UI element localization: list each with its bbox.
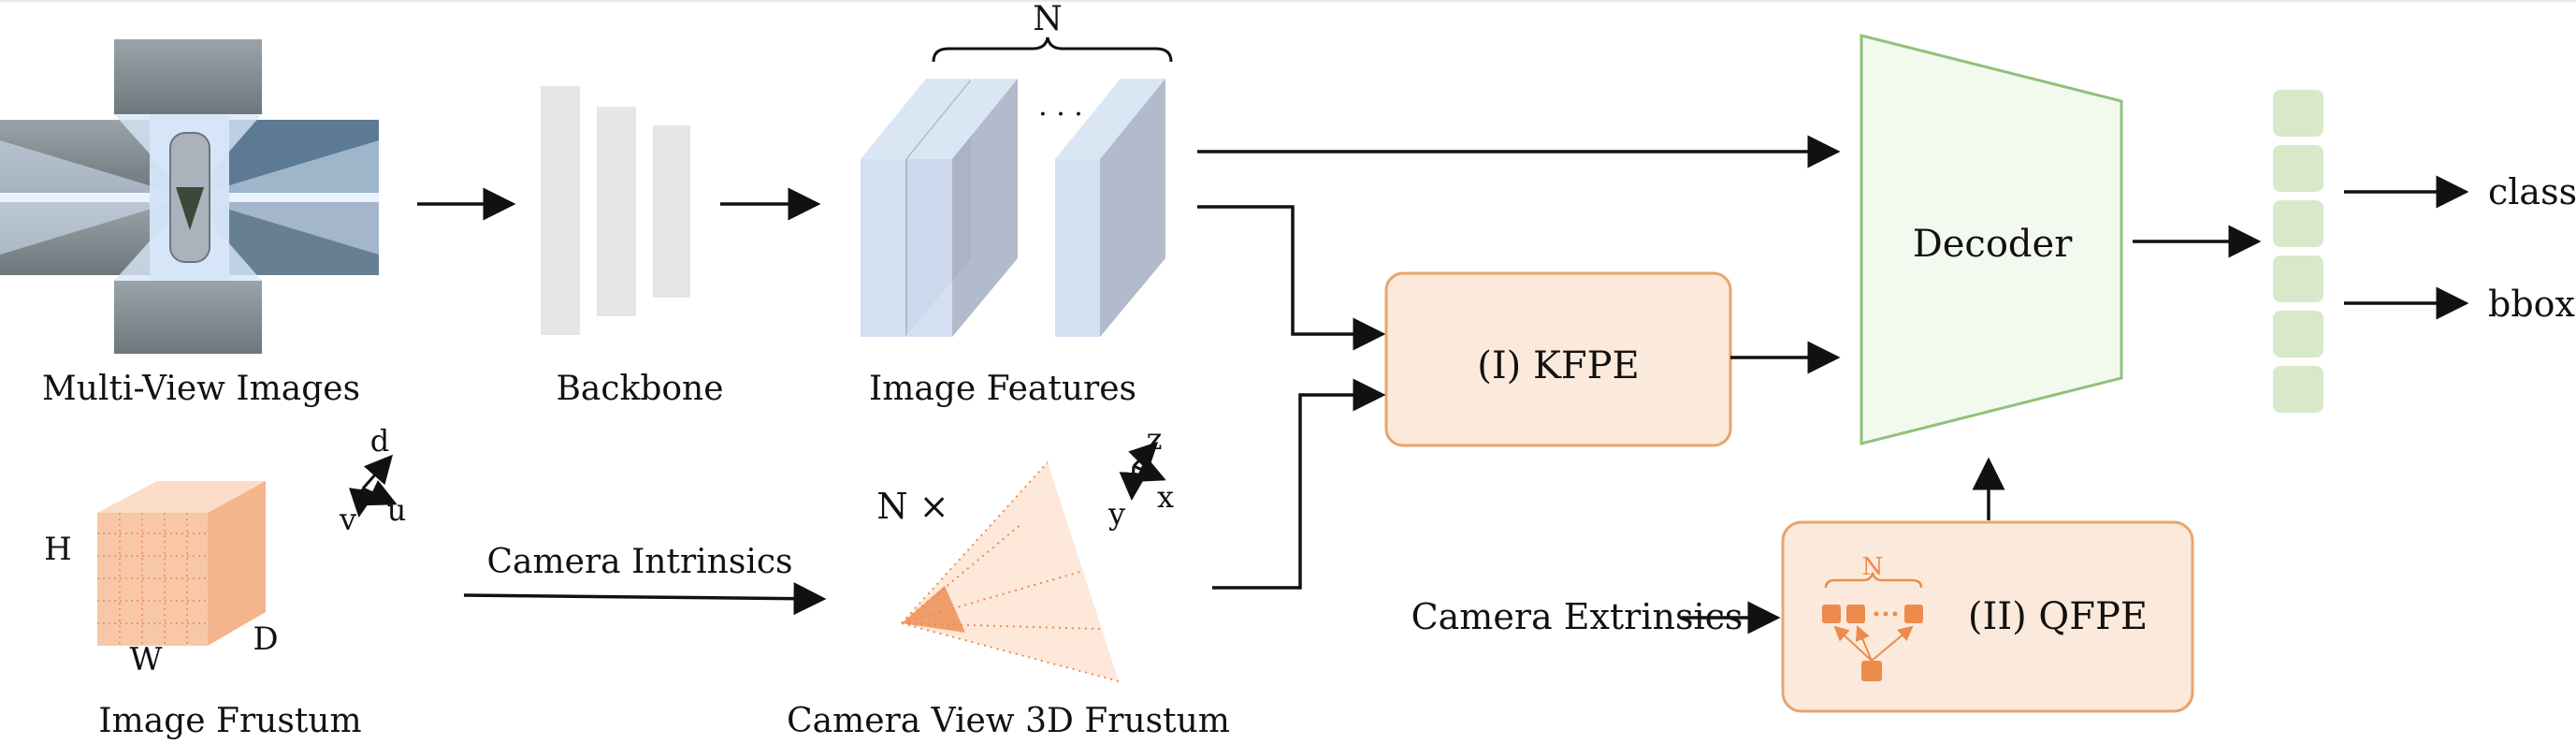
dim-d-label: D bbox=[253, 620, 278, 658]
multi-view-images-label: Multi-View Images bbox=[42, 370, 360, 408]
query-token bbox=[2273, 255, 2323, 302]
feature-sheet-1-front bbox=[861, 159, 905, 337]
bbox-output-label: bbox bbox=[2488, 284, 2575, 325]
axis-y-label: y bbox=[1107, 496, 1125, 532]
qfpe-token bbox=[1904, 605, 1923, 623]
axis-v-label: v bbox=[339, 502, 356, 537]
backbone-bar-1 bbox=[541, 86, 580, 335]
qfpe-brace bbox=[1824, 572, 1923, 589]
query-token bbox=[2273, 145, 2323, 192]
feature-sheet-2-front bbox=[907, 159, 952, 337]
image-features-label: Image Features bbox=[869, 370, 1136, 408]
backbone-label: Backbone bbox=[556, 370, 723, 408]
backbone-block bbox=[541, 86, 690, 335]
query-token bbox=[2273, 90, 2323, 137]
kfpe-box bbox=[1384, 271, 1732, 447]
left-fov-wedge bbox=[0, 140, 189, 255]
decoder-block bbox=[1860, 34, 2123, 445]
multi-view-images bbox=[0, 39, 379, 354]
features-brace bbox=[932, 36, 1173, 63]
camera-view-3d-frustum bbox=[901, 461, 1120, 682]
image-features-stack: · · · bbox=[861, 79, 1165, 337]
feature-sheet-2-top bbox=[907, 79, 1018, 159]
arrow-features-to-kfpe bbox=[1197, 205, 1386, 351]
axis-x-label: x bbox=[1157, 479, 1174, 515]
decoder-label: Decoder bbox=[1913, 223, 2074, 266]
qfpe-source-token bbox=[1861, 661, 1882, 681]
qfpe-dot bbox=[1883, 611, 1889, 617]
n-times-label: N × bbox=[876, 486, 948, 527]
arrow-frustum-to-kfpe bbox=[1212, 378, 1386, 590]
frustum-3d-rays bbox=[901, 461, 1120, 682]
feature-sheet-2-side bbox=[952, 79, 1018, 337]
qfpe-dot bbox=[1892, 611, 1898, 617]
query-token bbox=[2273, 311, 2323, 357]
qfpe-icon: N bbox=[1822, 553, 1923, 681]
backbone-bar-3 bbox=[653, 125, 690, 298]
feature-sheet-n-front bbox=[1055, 159, 1100, 337]
camera-image-front bbox=[114, 39, 262, 114]
qfpe-dot bbox=[1874, 611, 1879, 617]
backbone-bar-2 bbox=[597, 107, 636, 316]
image-frustum-grid bbox=[97, 481, 266, 646]
right-fov-wedge bbox=[189, 140, 379, 255]
kfpe-label: (I) KFPE bbox=[1477, 344, 1639, 387]
features-n-label: N bbox=[1033, 0, 1063, 38]
class-output-label: class bbox=[2488, 171, 2576, 212]
feature-ellipsis: · · · bbox=[1038, 98, 1083, 131]
camera-view-3d-frustum-label: Camera View 3D Frustum bbox=[787, 702, 1230, 739]
query-token bbox=[2273, 366, 2323, 413]
qfpe-token bbox=[1846, 605, 1865, 623]
frustum-front-face bbox=[97, 513, 208, 646]
qfpe-token bbox=[1822, 605, 1841, 623]
feature-sheet-1-top bbox=[861, 79, 971, 159]
qfpe-box bbox=[1781, 520, 2194, 713]
frustum-top-face bbox=[97, 481, 266, 513]
dim-h-label: H bbox=[44, 531, 72, 568]
camera-image-back bbox=[114, 281, 262, 354]
xyz-axes bbox=[1119, 441, 1166, 501]
query-token bbox=[2273, 200, 2323, 247]
query-tokens bbox=[2273, 90, 2323, 413]
feature-sheet-n-top bbox=[1055, 79, 1165, 159]
arrow-intrinsics bbox=[463, 582, 827, 616]
axis-d-label: d bbox=[370, 423, 389, 459]
feature-sheet-n-side bbox=[1100, 79, 1165, 337]
image-frustum-label: Image Frustum bbox=[98, 702, 361, 739]
camera-intrinsics-label: Camera Intrinsics bbox=[487, 543, 793, 581]
axis-u-label: u bbox=[387, 492, 407, 528]
dim-w-label: W bbox=[130, 641, 163, 678]
qfpe-label: (II) QFPE bbox=[1968, 595, 2148, 638]
frustum-3d-apex bbox=[902, 586, 965, 633]
uvd-axes bbox=[348, 454, 398, 518]
frustum-side-face bbox=[208, 481, 266, 646]
ego-car-window bbox=[176, 187, 204, 230]
qfpe-n-label: N bbox=[1862, 553, 1884, 581]
axis-z-label: z bbox=[1147, 421, 1163, 457]
